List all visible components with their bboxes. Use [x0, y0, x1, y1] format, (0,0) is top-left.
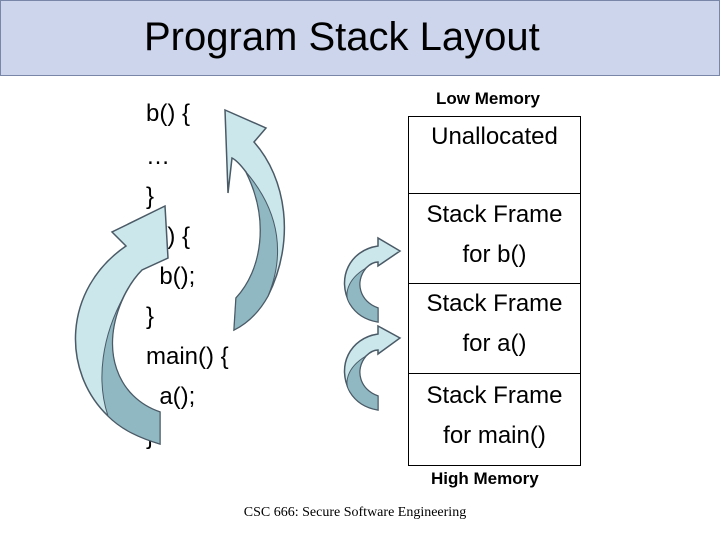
code-line: b() { [146, 100, 191, 127]
stack-cell-line: Stack Frame [426, 290, 563, 317]
stack-cell-line: for b() [462, 241, 527, 268]
stack-cell-line: for main() [443, 422, 546, 449]
stack-divider [409, 193, 580, 194]
curved-arrow-shadow-icon [101, 295, 161, 445]
stack-cell-frame-a: Stack Frame for a() [409, 284, 580, 364]
stack-cell-frame-main: Stack Frame for main() [409, 376, 580, 456]
stack-divider [409, 283, 580, 284]
stack-cell-frame-b: Stack Frame for b() [409, 195, 580, 275]
code-line: b(); [146, 263, 196, 290]
stack-cell-line: for a() [462, 330, 527, 357]
stack-cell-line: Unallocated [431, 123, 558, 150]
curved-arrow-shadow-icon [233, 171, 278, 331]
stack-diagram: Unallocated Stack Frame for b() Stack Fr… [408, 116, 581, 466]
stack-cell-line: Stack Frame [426, 201, 563, 228]
code-line: } [146, 183, 155, 210]
code-line: a(); [146, 383, 196, 410]
stack-cell-unallocated: Unallocated [409, 117, 580, 157]
high-memory-label: High Memory [431, 469, 539, 488]
low-memory-label: Low Memory [436, 89, 540, 108]
stack-cell-line: Stack Frame [426, 382, 563, 409]
code-line: … [146, 143, 170, 170]
title-bar: Program Stack Layout [0, 0, 720, 76]
curved-arrow-shadow-icon [346, 355, 379, 411]
slide-title: Program Stack Layout [144, 15, 540, 59]
footer-text: CSC 666: Secure Software Engineering [243, 505, 467, 520]
code-line: main() { [146, 343, 229, 370]
code-line: } [146, 303, 155, 330]
curved-arrow-shadow-icon [346, 267, 379, 323]
stack-divider [409, 373, 580, 374]
